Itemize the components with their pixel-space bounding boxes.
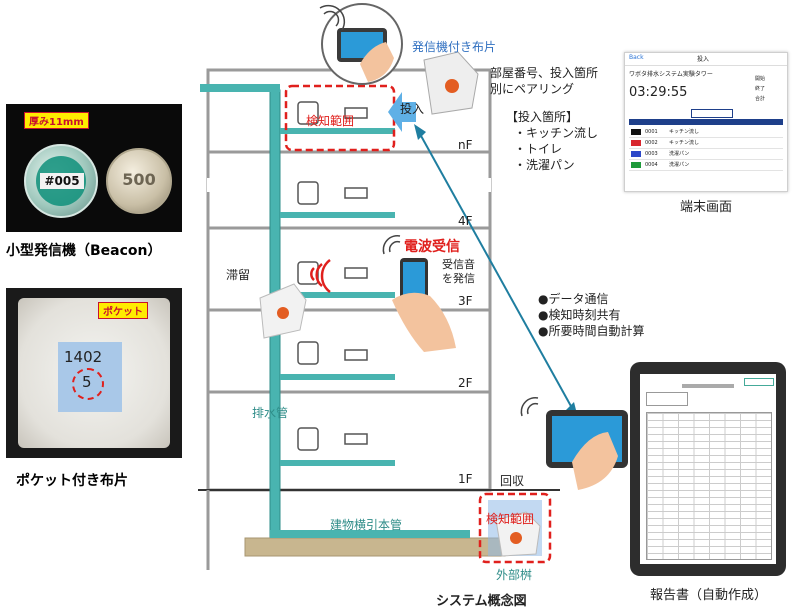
row-color-swatch	[631, 151, 641, 157]
place-kitchen: ・キッチン流し	[514, 126, 599, 140]
terminal-row[interactable]: 0003 洗濯パン	[629, 149, 783, 160]
row-place: キッチン流し	[669, 140, 700, 146]
terminal-header: Back 投入	[625, 53, 787, 66]
report-caption: 報告書（自動作成）	[650, 588, 768, 603]
comm-item-data: ●データ通信	[538, 292, 609, 306]
floor-nf: nF	[458, 138, 473, 152]
terminal-screen: Back 投入 ワボタ排水システム実験タワー 03:29:55 開始 終了 合計…	[624, 52, 788, 192]
report-grid	[646, 412, 772, 560]
floor-1f: 1F	[458, 472, 473, 486]
side-label-end: 終了	[755, 86, 766, 92]
place-laundry: ・洗濯パン	[514, 158, 575, 172]
building-pipe-label: 建物横引本管	[330, 518, 403, 532]
stagnation-label: 滞留	[226, 268, 251, 282]
terminal-app-title: ワボタ排水システム実験タワー	[629, 71, 713, 78]
terminal-blue-bar	[629, 119, 783, 125]
side-label-total: 合計	[755, 96, 766, 102]
terminal-row[interactable]: 0001 キッチン流し	[629, 127, 783, 138]
cloth-photo: ポケット 1402 5	[6, 288, 182, 458]
row-place: 洗濯パン	[669, 162, 690, 168]
cloth-caption: ポケット付き布片	[16, 473, 128, 489]
cloth-with-transmitter-label: 発信機付き布片	[412, 40, 497, 54]
beacon-id-label: #005	[40, 173, 84, 189]
report-page	[640, 374, 776, 564]
side-label-start: 開始	[755, 76, 766, 82]
radio-receive-label: 電波受信	[404, 239, 460, 255]
pairing-line-2: 別にペアリング	[490, 82, 575, 96]
row-color-swatch	[631, 140, 641, 146]
coin-500-yen: 500	[106, 148, 172, 214]
pocket-area: 1402 5	[58, 342, 122, 412]
row-color-swatch	[631, 129, 641, 135]
terminal-row[interactable]: 0004 洗濯パン	[629, 160, 783, 171]
place-toilet: ・トイレ	[514, 142, 563, 156]
beacon-photo: 厚み11mm #005 500	[6, 104, 182, 232]
pairing-line-1: 部屋番号、投入箇所	[490, 66, 599, 80]
thickness-tag: 厚み11mm	[24, 112, 89, 129]
terminal-caption: 端末画面	[680, 200, 733, 215]
insert-label: 投入	[400, 102, 425, 116]
comm-item-time-share: ●検知時刻共有	[538, 308, 621, 322]
row-number: 0003	[645, 151, 658, 157]
terminal-row[interactable]: 0002 キッチン流し	[629, 138, 783, 149]
beacon-caption: 小型発信機（Beacon）	[6, 243, 162, 259]
row-color-swatch	[631, 162, 641, 168]
floor-4f: 4F	[458, 214, 473, 228]
detect-range-bottom-label: 検知範囲	[486, 512, 535, 526]
cloth-writing-top: 1402	[64, 348, 103, 366]
floor-2f: 2F	[458, 376, 473, 390]
terminal-time: 03:29:55	[629, 85, 688, 100]
coin-value: 500	[122, 170, 156, 189]
floor-3f: 3F	[458, 294, 473, 308]
recovery-label: 回収	[500, 474, 525, 488]
pocket-tag: ポケット	[98, 302, 148, 319]
row-number: 0004	[645, 162, 658, 168]
receive-sound-line-2: を発信	[442, 272, 475, 285]
outer-basin-label: 外部桝	[496, 568, 533, 582]
terminal-header-title: 投入	[697, 56, 710, 63]
back-button[interactable]: Back	[629, 54, 644, 61]
row-number: 0002	[645, 140, 658, 146]
beacon-device: #005	[24, 144, 98, 218]
places-title: 【投入箇所】	[506, 110, 579, 124]
row-place: 洗濯パン	[669, 151, 690, 157]
drain-pipe-label: 排水管	[252, 406, 289, 420]
row-number: 0001	[645, 129, 658, 135]
system-caption: システム概念図	[436, 594, 527, 609]
detect-range-top-label: 検知範囲	[306, 114, 355, 128]
pocket-highlight-circle	[72, 368, 104, 400]
receive-sound-line-1: 受信音	[442, 258, 475, 271]
terminal-segment[interactable]	[691, 109, 733, 118]
comm-item-auto-calc: ●所要時間自動計算	[538, 324, 645, 338]
cloth-writing-bottom: 5	[82, 373, 92, 391]
report-tablet	[630, 362, 786, 576]
row-place: キッチン流し	[669, 129, 700, 135]
terminal-row-list: 0001 キッチン流し 0002 キッチン流し 0003 洗濯パン 0004 洗濯パン	[629, 127, 783, 171]
